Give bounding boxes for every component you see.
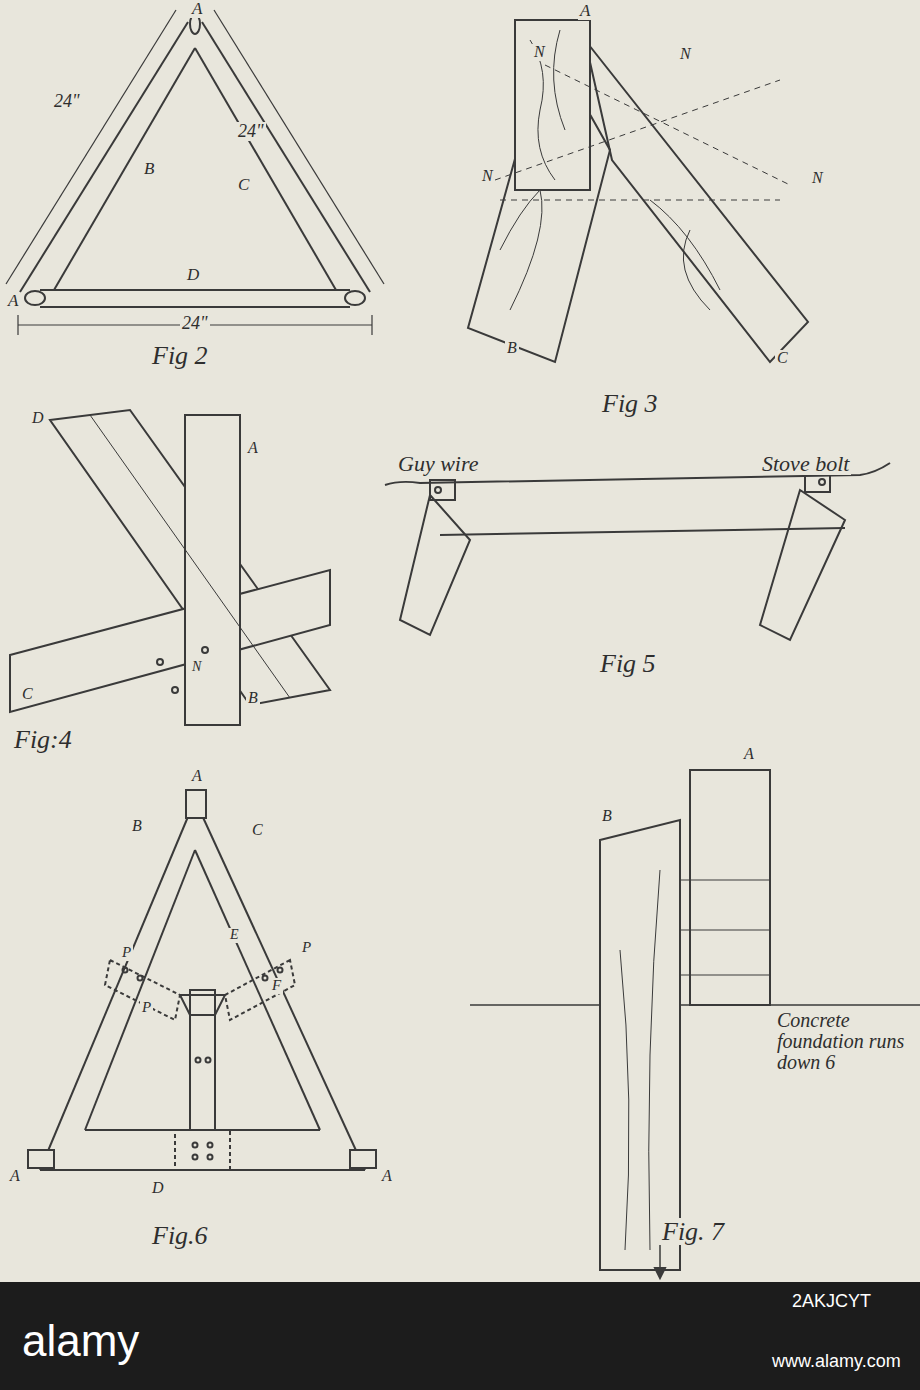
figure-label: C bbox=[20, 686, 35, 703]
figure-label: A bbox=[742, 746, 756, 763]
figure-label: Fig 5 bbox=[598, 650, 658, 677]
figure-label: Fig 3 bbox=[600, 390, 660, 417]
figure-label: 24" bbox=[52, 92, 82, 111]
figure-label: A bbox=[190, 768, 204, 785]
figure-label: 24" bbox=[180, 314, 210, 333]
figure-label: A bbox=[246, 440, 260, 457]
figure-label: A bbox=[380, 1168, 394, 1185]
figure-label: P bbox=[120, 945, 133, 961]
fig6-frame bbox=[28, 790, 376, 1170]
figure-label: Stove bolt bbox=[760, 452, 851, 475]
fig3-joint bbox=[468, 20, 808, 362]
figure-label: D bbox=[150, 1180, 166, 1197]
figure-label: 24" bbox=[236, 122, 266, 141]
figure-label: N bbox=[678, 46, 693, 63]
figure-label: A bbox=[190, 0, 204, 18]
figure-label: C bbox=[236, 176, 251, 194]
figure-label: E bbox=[228, 928, 241, 943]
figure-label: A bbox=[6, 292, 20, 310]
figure-label: N bbox=[190, 660, 203, 675]
figure-label: D bbox=[185, 266, 201, 284]
fig2-frame bbox=[6, 10, 384, 335]
figure-label: Concrete foundation runs down 6 bbox=[775, 1010, 914, 1073]
figure-label: C bbox=[775, 350, 790, 367]
figure-label: D bbox=[30, 410, 46, 427]
illustration bbox=[0, 0, 920, 1282]
figure-label: Fig 2 bbox=[150, 342, 210, 369]
figure-label: N bbox=[810, 170, 825, 187]
figure-label: B bbox=[142, 160, 156, 178]
figure-label: Fig:4 bbox=[12, 726, 74, 753]
figure-label: F bbox=[270, 978, 283, 994]
fig5-bracing bbox=[385, 463, 890, 640]
figure-label: N bbox=[480, 168, 495, 185]
figure-label: A bbox=[8, 1168, 22, 1185]
watermark: www.alamy.com bbox=[770, 1352, 903, 1371]
figure-label: P bbox=[300, 940, 313, 956]
fig7-post bbox=[470, 770, 920, 1278]
watermark: alamy bbox=[20, 1318, 141, 1364]
figure-label: A bbox=[578, 2, 592, 20]
watermark: 2AKJCYT bbox=[790, 1292, 873, 1311]
figure-label: B bbox=[130, 818, 144, 835]
figure-label: B bbox=[505, 340, 519, 357]
figure-label: Guy wire bbox=[396, 452, 480, 475]
figure-label: Fig.6 bbox=[150, 1222, 210, 1249]
figure-label: B bbox=[246, 690, 260, 707]
figure-label: Fig. 7 bbox=[660, 1218, 726, 1245]
figure-label: P bbox=[140, 1000, 153, 1016]
figure-label: B bbox=[600, 808, 614, 825]
fig4-joint bbox=[10, 410, 330, 725]
figure-label: C bbox=[250, 822, 265, 839]
figure-label: N bbox=[532, 44, 547, 61]
